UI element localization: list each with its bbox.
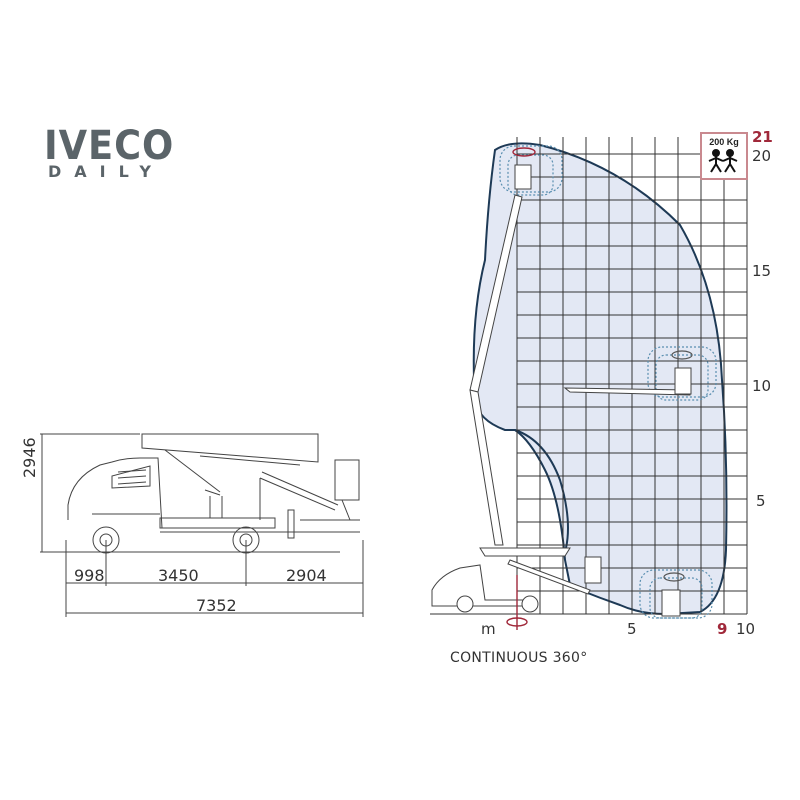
max-height-label: 21	[752, 128, 773, 146]
rotation-caption: CONTINUOUS 360°	[450, 650, 588, 666]
y-tick-15: 15	[752, 262, 772, 280]
capacity-badge: 200 Kg	[700, 132, 748, 180]
total-length-dimension: 7352	[196, 596, 237, 615]
x-tick-10: 10	[736, 620, 756, 638]
max-reach-label: 9	[717, 620, 728, 638]
brand-logo: IVECO	[44, 123, 175, 169]
front-overhang-dimension: 998	[74, 566, 105, 585]
height-dimension: 2946	[20, 437, 39, 478]
brand-model: DAILY	[48, 162, 164, 181]
wheelbase-dimension: 3450	[158, 566, 199, 585]
x-unit-label: m	[481, 620, 496, 638]
x-tick-5: 5	[627, 620, 637, 638]
two-persons-icon	[708, 149, 738, 173]
y-tick-10: 10	[752, 377, 772, 395]
side-view-truck	[40, 433, 364, 617]
rear-overhang-dimension: 2904	[286, 566, 327, 585]
y-tick-5: 5	[756, 492, 766, 510]
capacity-label: 200 Kg	[709, 137, 739, 147]
y-tick-20: 20	[752, 147, 772, 165]
working-range-grid	[430, 137, 748, 630]
